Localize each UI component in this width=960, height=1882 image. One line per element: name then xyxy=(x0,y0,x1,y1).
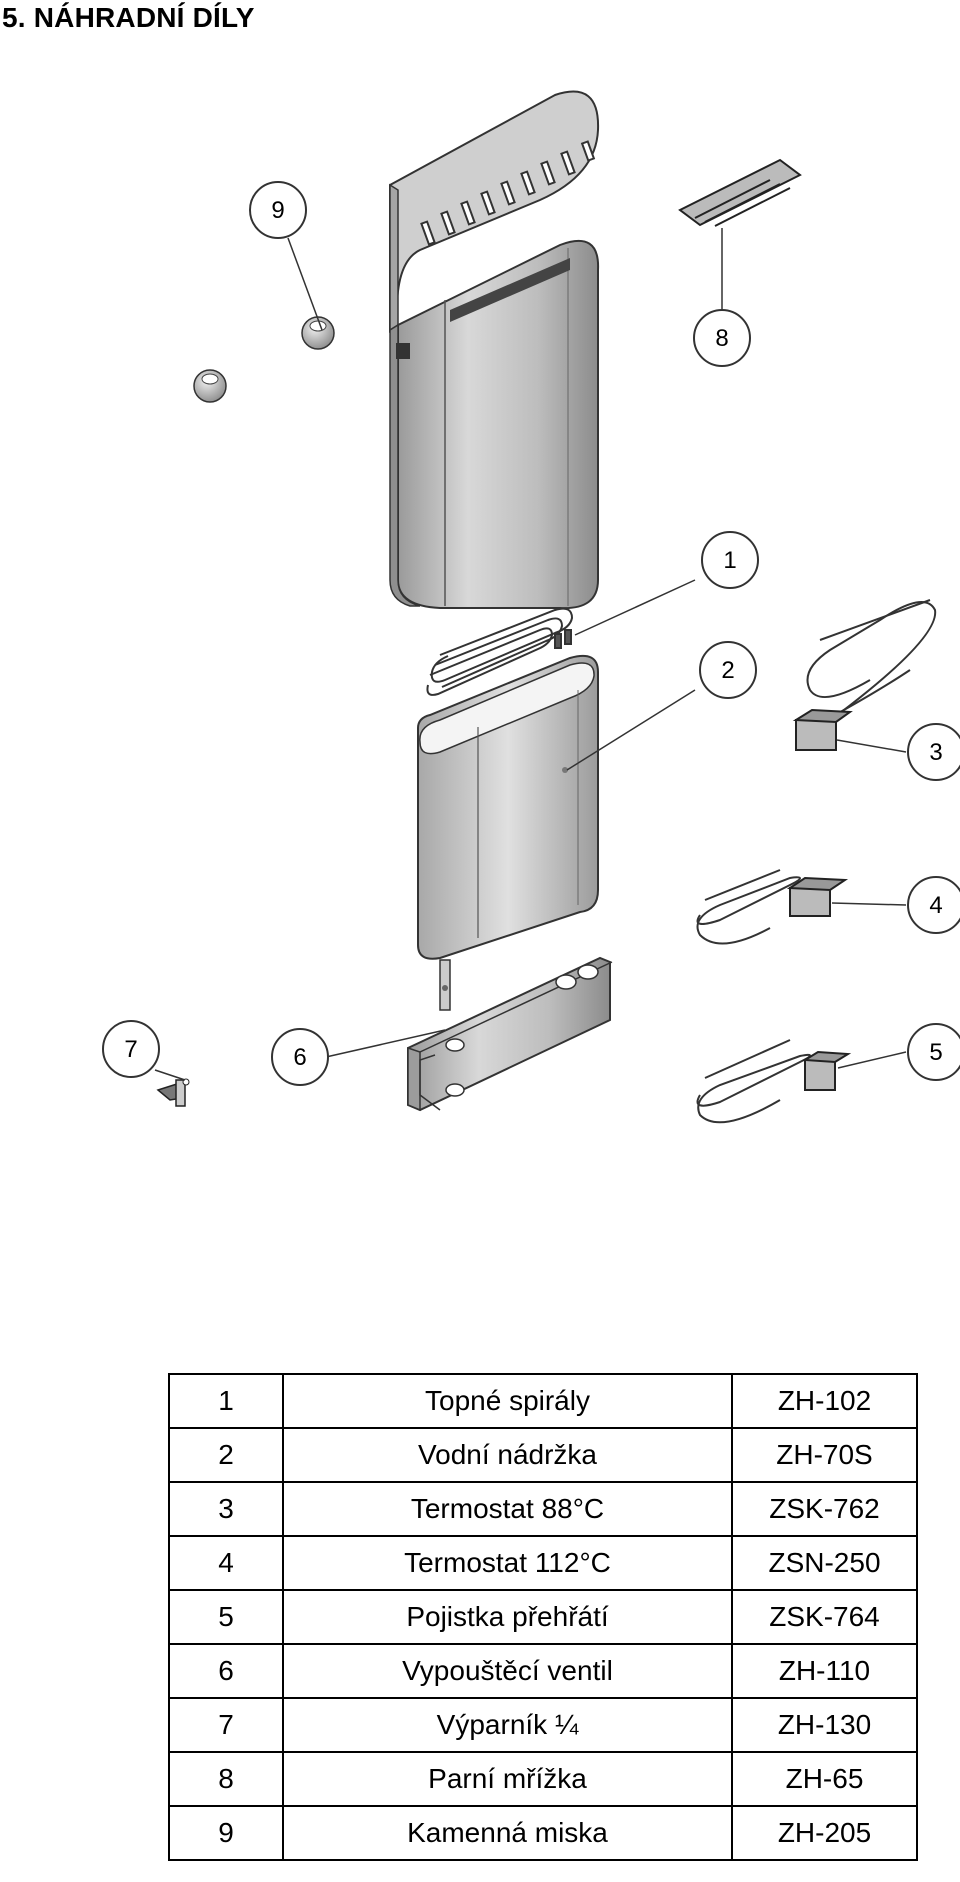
part-number: 6 xyxy=(168,1643,284,1699)
part-code: ZH-130 xyxy=(731,1697,918,1753)
table-row: 5 Pojistka přehřátí ZSK-764 xyxy=(168,1589,918,1645)
thermostat-112 xyxy=(696,869,849,945)
part-name: Výparník ¼ xyxy=(282,1697,733,1753)
table-row: 9 Kamenná miska ZH-205 xyxy=(168,1805,918,1861)
part-name: Topné spirály xyxy=(282,1373,733,1429)
table-row: 4 Termostat 112°C ZSN-250 xyxy=(168,1535,918,1591)
part-code: ZH-65 xyxy=(731,1751,918,1807)
callout-2: 2 xyxy=(699,641,757,699)
callout-4: 4 xyxy=(907,876,960,934)
callout-7: 7 xyxy=(102,1020,160,1078)
part-name: Vypouštěcí ventil xyxy=(282,1643,733,1699)
vaporizer xyxy=(156,1078,190,1107)
svg-text:2: 2 xyxy=(721,657,734,684)
part-number: 9 xyxy=(168,1805,284,1861)
spare-parts-table: 1 Topné spirály ZH-102 2 Vodní nádržka Z… xyxy=(168,1373,918,1861)
callout-1: 1 xyxy=(701,531,759,589)
part-number: 3 xyxy=(168,1481,284,1537)
part-number: 1 xyxy=(168,1373,284,1429)
part-code: ZSK-762 xyxy=(731,1481,918,1537)
part-name: Termostat 88°C xyxy=(282,1481,733,1537)
heater-stand xyxy=(407,956,613,1112)
stone-bowls xyxy=(193,316,335,403)
part-name: Vodní nádržka xyxy=(282,1427,733,1483)
callout-markers: 9 8 1 2 3 4 5 6 7 xyxy=(102,181,960,1086)
drain-valve xyxy=(439,959,451,1011)
svg-text:1: 1 xyxy=(723,547,736,574)
svg-text:5: 5 xyxy=(929,1039,942,1066)
table-row: 7 Výparník ¼ ZH-130 xyxy=(168,1697,918,1753)
steam-grill xyxy=(678,158,802,227)
svg-text:3: 3 xyxy=(929,739,942,766)
callout-8: 8 xyxy=(693,309,751,367)
table-row: 2 Vodní nádržka ZH-70S xyxy=(168,1427,918,1483)
overheat-fuse xyxy=(696,1039,852,1124)
page-title: 5. NÁHRADNÍ DÍLY xyxy=(2,2,255,33)
svg-text:4: 4 xyxy=(929,892,942,919)
svg-text:6: 6 xyxy=(293,1044,306,1071)
table-row: 3 Termostat 88°C ZSK-762 xyxy=(168,1481,918,1537)
heater-housing xyxy=(389,90,600,610)
part-code: ZH-70S xyxy=(731,1427,918,1483)
thermostat-88 xyxy=(792,599,937,751)
table-row: 8 Parní mřížka ZH-65 xyxy=(168,1751,918,1807)
callout-6: 6 xyxy=(271,1028,329,1086)
part-code: ZH-110 xyxy=(731,1643,918,1699)
exploded-parts-diagram: 9 8 1 2 3 4 5 6 7 xyxy=(102,90,960,1124)
svg-text:7: 7 xyxy=(124,1036,137,1063)
part-code: ZSK-764 xyxy=(731,1589,918,1645)
leader-lines xyxy=(154,228,907,1081)
part-name: Kamenná miska xyxy=(282,1805,733,1861)
callout-3: 3 xyxy=(907,723,960,781)
callout-9: 9 xyxy=(249,181,307,239)
part-code: ZH-205 xyxy=(731,1805,918,1861)
water-tank xyxy=(417,654,599,960)
svg-text:9: 9 xyxy=(271,197,284,224)
part-name: Pojistka přehřátí xyxy=(282,1589,733,1645)
part-name: Parní mřížka xyxy=(282,1751,733,1807)
heating-coils xyxy=(426,607,574,696)
part-code: ZSN-250 xyxy=(731,1535,918,1591)
part-number: 2 xyxy=(168,1427,284,1483)
part-number: 7 xyxy=(168,1697,284,1753)
part-number: 5 xyxy=(168,1589,284,1645)
table-row: 1 Topné spirály ZH-102 xyxy=(168,1373,918,1429)
callout-5: 5 xyxy=(907,1023,960,1081)
svg-text:8: 8 xyxy=(715,325,728,352)
part-number: 8 xyxy=(168,1751,284,1807)
part-number: 4 xyxy=(168,1535,284,1591)
part-code: ZH-102 xyxy=(731,1373,918,1429)
table-row: 6 Vypouštěcí ventil ZH-110 xyxy=(168,1643,918,1699)
part-name: Termostat 112°C xyxy=(282,1535,733,1591)
